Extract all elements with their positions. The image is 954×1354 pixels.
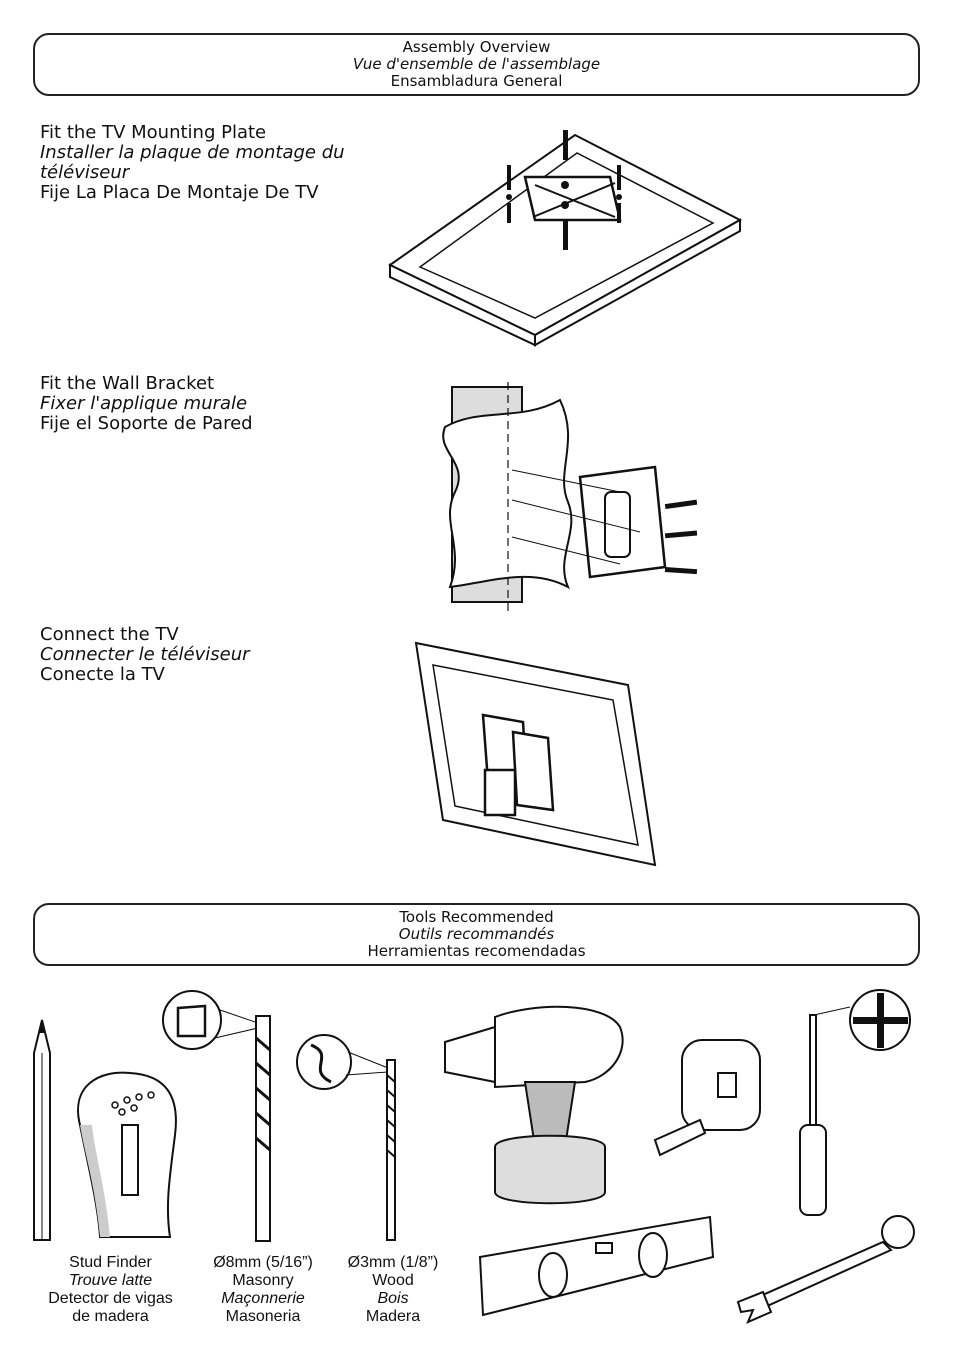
- wood-bit-size: Ø3mm (1/8”): [347, 1254, 439, 1271]
- stud-finder-caption: Stud Finder Trouve latte Detector de vig…: [33, 1254, 188, 1326]
- tools-title-en: Tools Recommended: [399, 908, 554, 926]
- wall-bracket-illustration: [442, 382, 698, 614]
- tools-title-es: Herramientas recomendadas: [367, 942, 586, 960]
- step-3-fr: Connecter le téléviseur: [40, 644, 250, 665]
- assembly-overview-banner: Assembly Overview Vue d'ensemble de l'as…: [33, 33, 920, 96]
- wrench-icon: [736, 1215, 915, 1324]
- overview-title-en: Assembly Overview: [402, 38, 551, 56]
- screwdriver-icon: [799, 989, 911, 1216]
- step-wall-bracket-title: Fit the Wall Bracket Fixer l'applique mu…: [40, 374, 253, 434]
- step-connect-tv-title: Connect the TV Connecter le téléviseur C…: [40, 625, 250, 685]
- masonry-bit-label-en: Masonry: [232, 1272, 294, 1289]
- step-2-en: Fit the Wall Bracket: [40, 373, 215, 394]
- tools-recommended-banner: Tools Recommended Outils recommandés Her…: [33, 903, 920, 966]
- masonry-bit-label-es: Masoneria: [225, 1308, 301, 1325]
- masonry-bit-caption: Ø8mm (5/16”) Masonry Maçonnerie Masoneri…: [193, 1254, 333, 1326]
- step-mounting-plate-title: Fit the TV Mounting Plate Installer la p…: [40, 123, 350, 203]
- wood-bit-caption: Ø3mm (1/8”) Wood Bois Madera: [328, 1254, 458, 1326]
- stud-finder-label-es-2: de madera: [72, 1308, 149, 1325]
- wood-drill-bit-icon: [296, 1034, 396, 1241]
- step-3-en: Connect the TV: [40, 624, 179, 645]
- masonry-bit-label-fr: Maçonnerie: [221, 1290, 305, 1307]
- cordless-drill-icon: [444, 1005, 624, 1205]
- overview-title-es: Ensambladura General: [390, 72, 563, 90]
- stud-finder-label-es-1: Detector de vigas: [48, 1290, 173, 1307]
- step-1-fr: Installer la plaque de montage du télévi…: [40, 142, 345, 183]
- stud-finder-label-fr: Trouve latte: [68, 1272, 153, 1289]
- spirit-level-icon: [478, 1215, 715, 1317]
- wood-bit-label-fr: Bois: [377, 1290, 409, 1307]
- connect-tv-illustration: [414, 641, 657, 867]
- tape-measure-icon: [653, 1039, 761, 1157]
- stud-finder-label-en: Stud Finder: [69, 1254, 152, 1271]
- wood-bit-label-es: Madera: [365, 1308, 421, 1325]
- step-2-fr: Fixer l'applique murale: [40, 393, 248, 414]
- tools-title-fr: Outils recommandés: [398, 925, 555, 943]
- step-3-es: Conecte la TV: [40, 664, 165, 685]
- overview-title-fr: Vue d'ensemble de l'assemblage: [352, 55, 601, 73]
- step-2-es: Fije el Soporte de Pared: [40, 413, 253, 434]
- pencil-icon: [33, 1019, 51, 1241]
- step-1-es: Fije La Placa De Montaje De TV: [40, 182, 319, 203]
- step-1-en: Fit the TV Mounting Plate: [40, 122, 267, 143]
- wood-bit-label-en: Wood: [372, 1272, 414, 1289]
- tv-mounting-plate-illustration: [388, 130, 743, 347]
- masonry-bit-size: Ø8mm (5/16”): [213, 1254, 313, 1271]
- stud-finder-icon: [77, 1071, 177, 1238]
- masonry-drill-bit-icon: [162, 990, 271, 1242]
